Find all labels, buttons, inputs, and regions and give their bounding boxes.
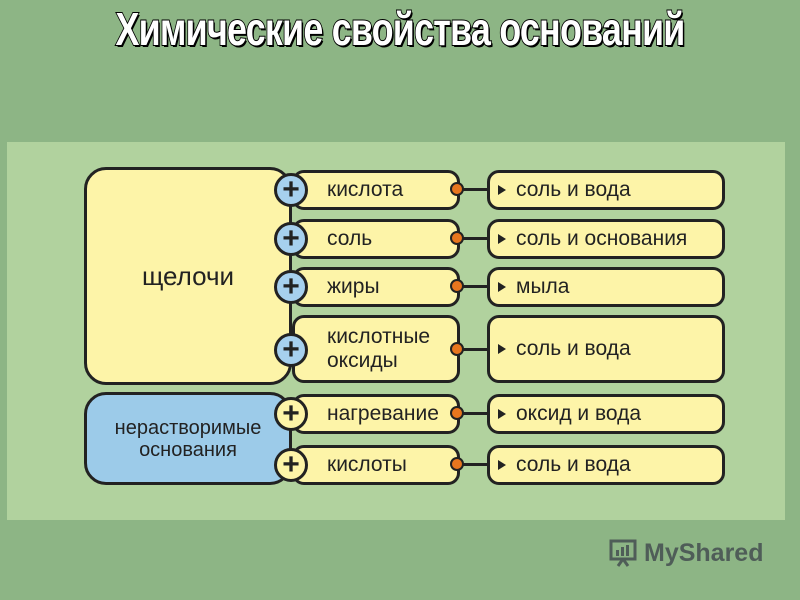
product-label: оксид и вода xyxy=(516,402,642,425)
product-box: соль и вода xyxy=(487,445,725,485)
reagent-box: кислотные оксиды xyxy=(292,315,460,383)
product-label: соль и основания xyxy=(516,227,688,250)
connector-dot xyxy=(450,342,464,356)
plus-icon: + xyxy=(274,333,308,367)
reagent-label: кислотные оксиды xyxy=(327,325,431,372)
product-label: мыла xyxy=(516,275,570,298)
reagent-label: кислота xyxy=(327,178,404,201)
arrow-line xyxy=(460,237,490,240)
product-box: соль и основания xyxy=(487,219,725,259)
arrow-icon xyxy=(498,282,506,292)
arrow-icon xyxy=(498,409,506,419)
product-label: соль и вода xyxy=(516,178,631,201)
product-box: соль и вода xyxy=(487,315,725,383)
plus-icon: + xyxy=(274,270,308,304)
arrow-line xyxy=(460,412,490,415)
slide-title: Химические свойства оснований xyxy=(115,2,686,56)
arrow-icon xyxy=(498,460,506,470)
reagent-box: кислота xyxy=(292,170,460,210)
presentation-icon xyxy=(609,539,637,567)
alkali-label: щелочи xyxy=(141,260,235,291)
connector-dot xyxy=(450,406,464,420)
arrow-icon xyxy=(498,185,506,195)
plus-icon: + xyxy=(274,448,308,482)
reagent-box: соль xyxy=(292,219,460,259)
plus-icon: + xyxy=(274,397,308,431)
reagent-box: кислоты xyxy=(292,445,460,485)
plus-icon: + xyxy=(274,222,308,256)
arrow-line xyxy=(460,463,490,466)
product-label: соль и вода xyxy=(516,453,631,476)
reagent-label: кислоты xyxy=(327,453,407,476)
insoluble-box: нерастворимые основания xyxy=(84,392,292,485)
arrow-icon xyxy=(498,234,506,244)
plus-icon: + xyxy=(274,173,308,207)
connector-dot xyxy=(450,279,464,293)
product-box: соль и вода xyxy=(487,170,725,210)
arrow-line xyxy=(460,348,490,351)
reagent-label: соль xyxy=(327,227,373,250)
arrow-icon xyxy=(498,344,506,354)
product-box: оксид и вода xyxy=(487,394,725,434)
alkali-box: щелочи xyxy=(84,167,292,385)
watermark: MyShared xyxy=(608,538,763,568)
product-box: мыла xyxy=(487,267,725,307)
reagent-label: нагревание xyxy=(327,402,439,425)
watermark-text: MyShared xyxy=(644,538,764,567)
connector-dot xyxy=(450,182,464,196)
reagent-box: нагревание xyxy=(292,394,460,434)
insoluble-label: нерастворимые основания xyxy=(114,416,262,461)
connector-dot xyxy=(450,231,464,245)
connector-dot xyxy=(450,457,464,471)
product-label: соль и вода xyxy=(516,337,631,360)
reagent-label: жиры xyxy=(327,275,380,298)
arrow-line xyxy=(460,285,490,288)
arrow-line xyxy=(460,188,490,191)
insoluble-connector-line xyxy=(289,414,292,464)
reagent-box: жиры xyxy=(292,267,460,307)
